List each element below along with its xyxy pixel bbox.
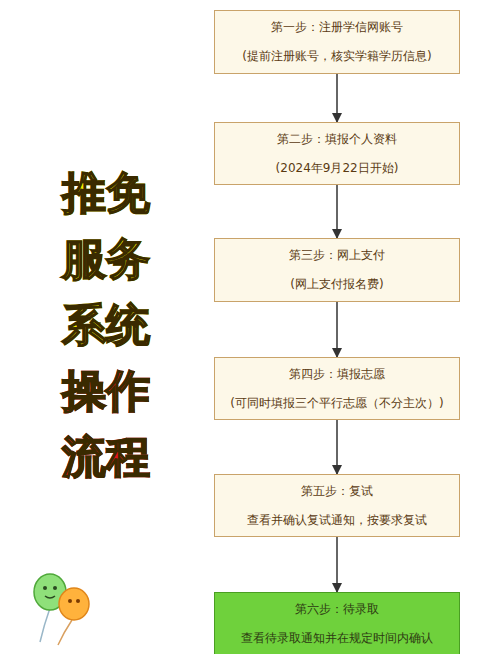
step-heading: 第六步：待录取: [295, 602, 379, 617]
step-heading: 第二步：填报个人资料: [277, 132, 397, 147]
process-box: 第六步：待录取查看待录取通知并在规定时间内确认: [214, 592, 460, 654]
flow-arrow: [336, 302, 338, 357]
step-heading: 第三步：网上支付: [289, 248, 385, 263]
process-box: 第五步：复试查看并确认复试通知，按要求复试: [214, 474, 460, 537]
flow-arrow: [336, 420, 338, 474]
step-note: 查看并确认复试通知，按要求复试: [247, 513, 427, 528]
process-box: 第二步：填报个人资料 (2024年9月22日开始): [214, 122, 460, 185]
flow-arrow: [336, 74, 338, 122]
step-heading: 第一步：注册学信网账号: [271, 20, 403, 35]
flow-arrow: [336, 185, 338, 238]
flow-arrow: [336, 537, 338, 592]
step-heading: 第五步：复试: [301, 484, 373, 499]
vertical-title: 推免服务系统操作流程: [62, 160, 150, 490]
step-heading: 第四步：填报志愿: [289, 367, 385, 382]
step-note: (可同时填报三个平行志愿（不分主次）): [230, 396, 443, 411]
step-note: (网上支付报名费): [290, 277, 383, 292]
process-box: 第四步：填报志愿 (可同时填报三个平行志愿（不分主次）): [214, 357, 460, 420]
process-box: 第一步：注册学信网账号 (提前注册账号，核实学籍学历信息): [214, 10, 460, 74]
step-note: (2024年9月22日开始): [276, 161, 399, 176]
process-box: 第三步：网上支付 (网上支付报名费): [214, 238, 460, 302]
step-note: 查看待录取通知并在规定时间内确认: [241, 631, 433, 646]
step-note: (提前注册账号，核实学籍学历信息): [242, 49, 431, 64]
